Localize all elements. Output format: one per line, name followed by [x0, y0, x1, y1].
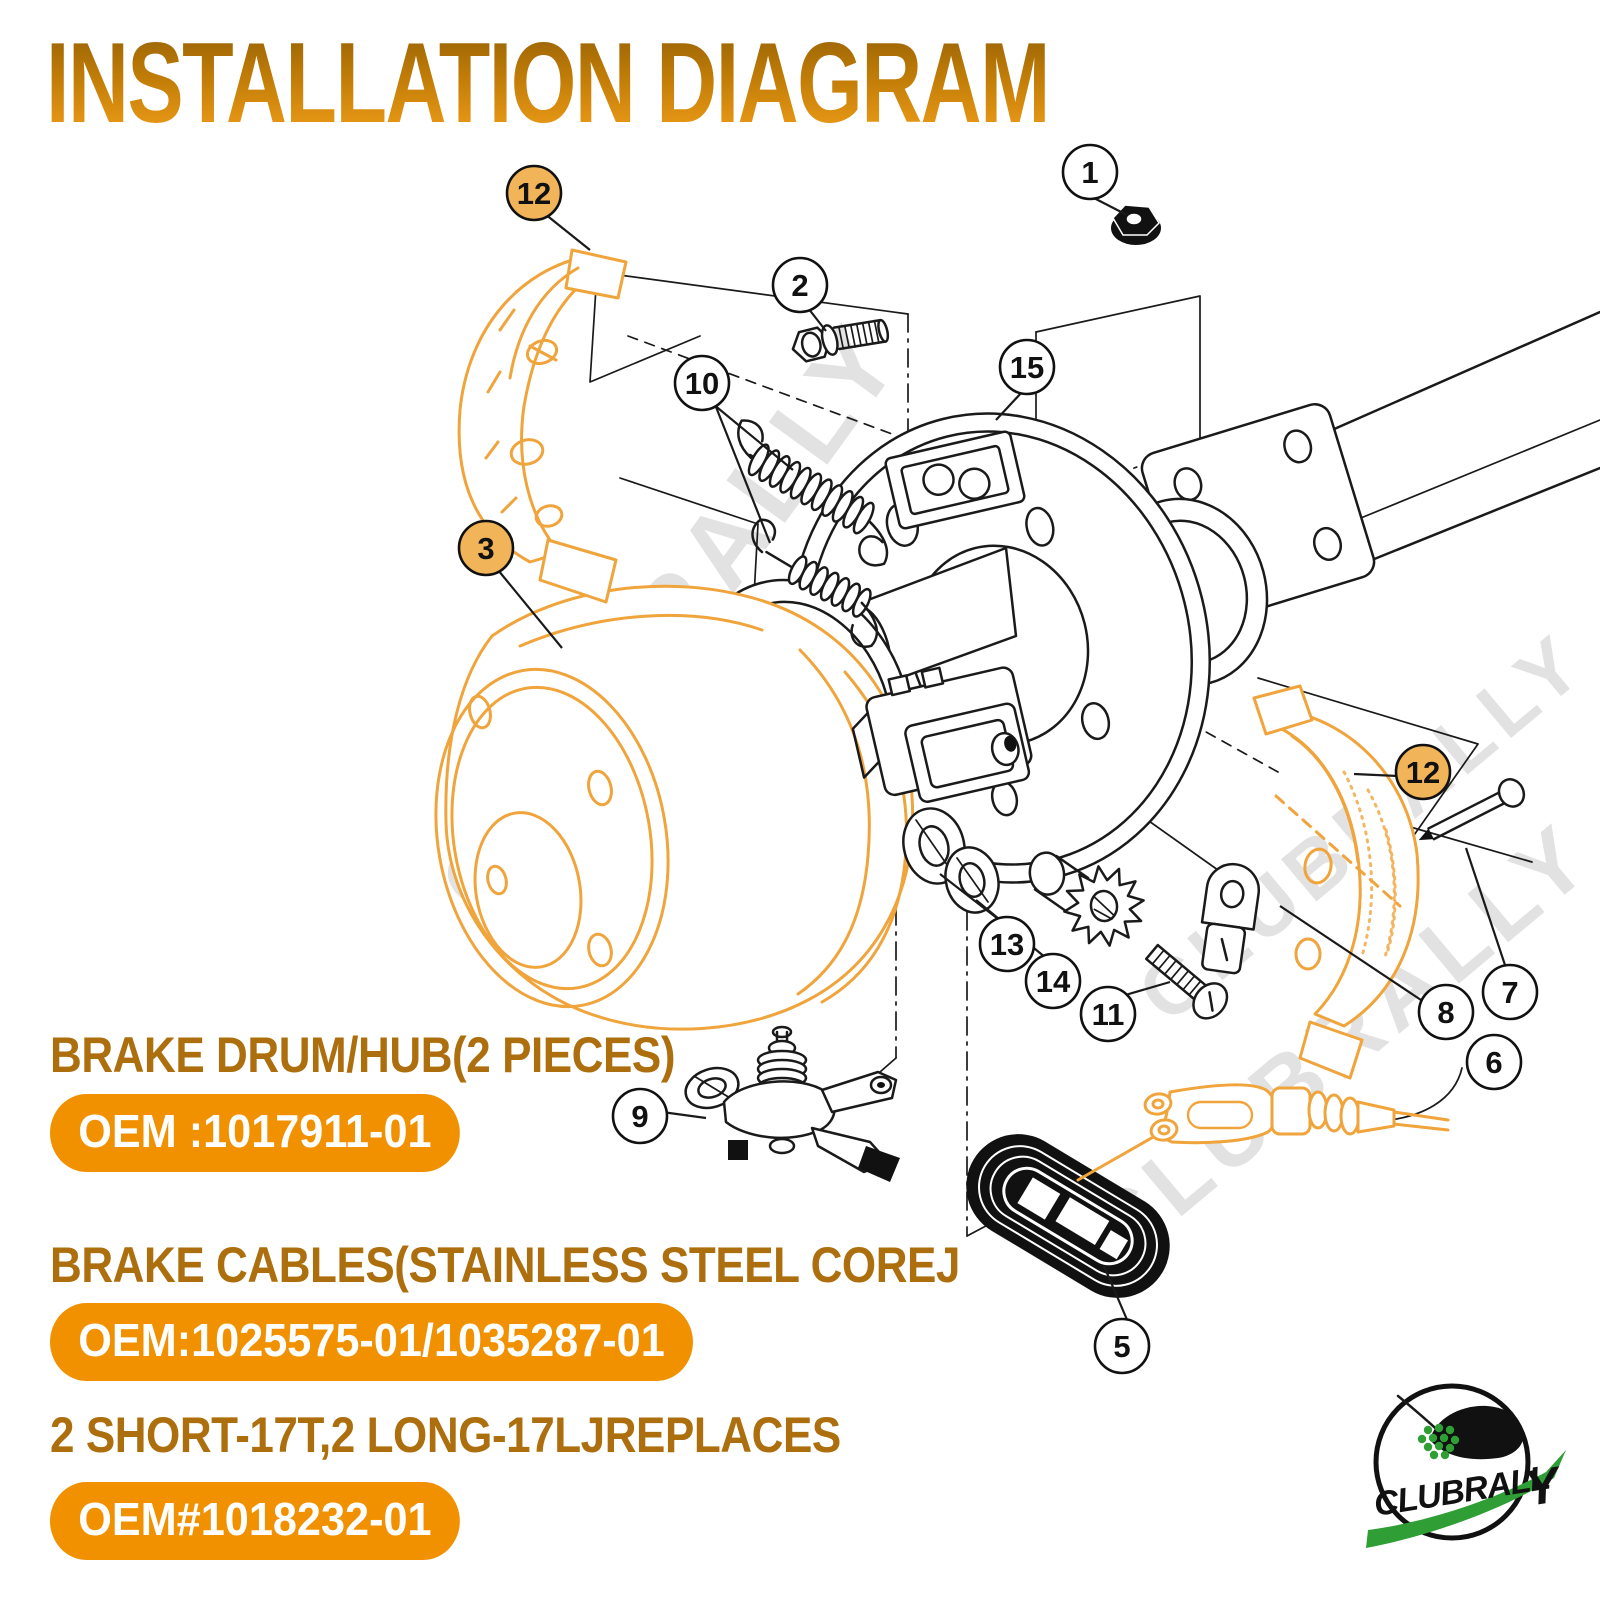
callout-12-left: 12 [505, 164, 563, 222]
callouts: 12 1 2 10 15 3 12 13 14 11 8 7 6 9 5 [457, 143, 1539, 1375]
hex-bolt [791, 318, 890, 363]
callout-11: 11 [1079, 985, 1137, 1043]
cable-grommet [966, 1134, 1170, 1298]
callout-10: 10 [673, 354, 731, 412]
callout-number: 8 [1437, 995, 1454, 1030]
callout-number: 12 [517, 176, 551, 211]
washer-14 [944, 846, 1000, 914]
product-1-heading: BRAKE DRUM/HUB(2 PIECES) [50, 1027, 676, 1083]
adjuster-screw [1144, 943, 1229, 1020]
product-2-heading: BRAKE CABLES(STAINLESS STEEL COREJ [50, 1237, 960, 1293]
callout-number: 14 [1036, 964, 1071, 999]
left-brake-shoe [457, 248, 628, 604]
callout-number: 13 [990, 927, 1024, 962]
product-3-oem-badge: OEM#1018232-01 [50, 1482, 460, 1560]
star-adjuster [1028, 851, 1145, 947]
callout-1: 1 [1061, 143, 1119, 201]
logo-wordmark-accent: Y [1521, 1456, 1567, 1517]
page-title: INSTALLATION DIAGRAM [46, 20, 1050, 147]
callout-number: 12 [1406, 755, 1440, 790]
brake-cable [1076, 1083, 1450, 1182]
brake-pad-plate [884, 430, 1026, 530]
callout-number: 7 [1501, 975, 1518, 1010]
callout-8: 8 [1417, 983, 1475, 1041]
callout-15: 15 [998, 338, 1056, 396]
callout-9: 9 [611, 1087, 669, 1145]
golf-ball-icon [1417, 1423, 1460, 1460]
product-3-heading: 2 SHORT-17T,2 LONG-17LJREPLACES [50, 1407, 841, 1463]
brake-lever-assembly [684, 1025, 900, 1182]
product-1-oem-badge: OEM :1017911-01 [50, 1094, 460, 1172]
product-2-oem-badge: OEM:1025575-01/1035287-01 [50, 1303, 693, 1381]
callout-7: 7 [1481, 963, 1539, 1021]
callout-number: 2 [791, 268, 808, 303]
logo-swoosh [1366, 1450, 1566, 1548]
callout-5: 5 [1093, 1317, 1151, 1375]
retainer-clip [1200, 862, 1261, 975]
callout-number: 5 [1113, 1329, 1130, 1364]
callout-number: 15 [1010, 350, 1044, 385]
clubrally-logo: CLUBRALL Y [1366, 1383, 1567, 1548]
callout-number: 10 [685, 366, 719, 401]
callout-14: 14 [1024, 952, 1082, 1010]
callout-13: 13 [978, 915, 1036, 973]
callout-12-right: 12 [1394, 743, 1452, 801]
callout-number: 6 [1485, 1045, 1502, 1080]
callout-number: 1 [1081, 155, 1098, 190]
brake-drum [434, 584, 915, 1031]
callout-number: 3 [477, 531, 494, 566]
return-spring-upper [737, 419, 889, 567]
callout-6: 6 [1465, 1033, 1523, 1091]
return-spring-lower [751, 518, 879, 649]
anchor-bracket [851, 666, 1033, 803]
callout-2: 2 [771, 256, 829, 314]
anchor-pin [1418, 778, 1526, 841]
callout-3: 3 [457, 519, 515, 577]
callout-number: 9 [631, 1099, 648, 1134]
callout-number: 11 [1092, 997, 1125, 1032]
right-brake-shoe [1252, 684, 1420, 1080]
